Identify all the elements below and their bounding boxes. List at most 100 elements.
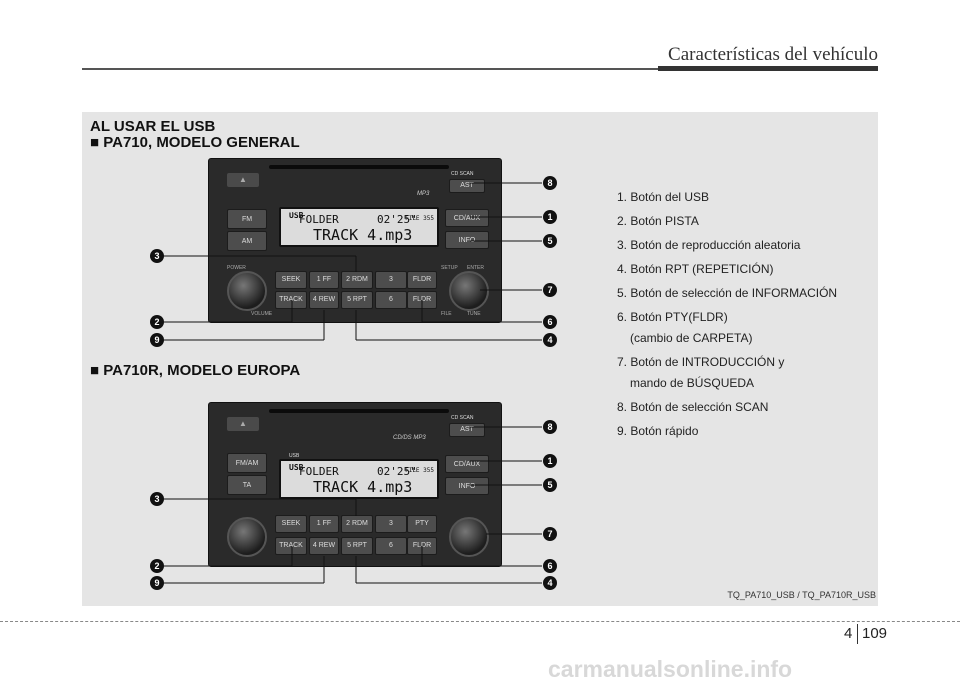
model-europe-title: ■ PA710R, MODELO EUROPA — [90, 362, 301, 379]
preset-5-rpt[interactable]: 5 RPT — [341, 537, 373, 555]
fldr-up-button[interactable]: FLDR — [407, 271, 437, 289]
cd-slot — [269, 409, 449, 413]
fmam-button[interactable]: FM/AM — [227, 453, 267, 473]
preset-2-rdm[interactable]: 2 RDM — [341, 271, 373, 289]
legend-item: 6. Botón PTY(FLDR) — [617, 310, 728, 324]
legend-item: 7. Botón de INTRODUCCIÓN y — [617, 355, 785, 369]
volume-label: VOLUME — [251, 311, 273, 317]
info-button[interactable]: INFO — [445, 231, 489, 249]
callout-9: 9 — [150, 333, 164, 347]
legend-item: 3. Botón de reproducción aleatoria — [617, 238, 801, 252]
display-usb: USB — [289, 463, 304, 472]
radio-general: ▲ CD SCAN AST MP3 FM AM USB FOLDER 02'25… — [208, 158, 502, 323]
legend-item: 8. Botón de selección SCAN — [617, 400, 769, 414]
callout-2: 2 — [150, 559, 164, 573]
section-title: AL USAR EL USB — [90, 118, 216, 135]
legend-item: 9. Botón rápido — [617, 424, 699, 438]
tune-knob[interactable] — [449, 271, 489, 311]
am-button[interactable]: AM — [227, 231, 267, 251]
callout-3: 3 — [150, 249, 164, 263]
tune-label: TUNE — [467, 311, 481, 317]
figure-caption: TQ_PA710_USB / TQ_PA710R_USB — [727, 590, 876, 600]
usb-tab: USB — [289, 453, 300, 459]
callout-2: 2 — [150, 315, 164, 329]
legend-list: 1. Botón del USB 2. Botón PISTA 3. Botón… — [617, 190, 867, 448]
callout-4: 4 — [543, 333, 557, 347]
preset-6[interactable]: 6 — [375, 291, 407, 309]
legend-item: mando de BÚSQUEDA — [630, 376, 755, 390]
display-track: TRACK 4.mp3 — [313, 478, 413, 496]
callout-8: 8 — [543, 176, 557, 190]
legend-item: 2. Botón PISTA — [617, 214, 699, 228]
callout-1: 1 — [543, 454, 557, 468]
preset-4-rew[interactable]: 4 REW — [309, 291, 339, 309]
tune-knob[interactable] — [449, 517, 489, 557]
eject-button[interactable]: ▲ — [227, 417, 259, 431]
callout-4: 4 — [543, 576, 557, 590]
lcd-display: USB FOLDER 02'25" FILE 355 TRACK 4.mp3 — [279, 207, 439, 247]
display-time: 02'25" — [377, 465, 417, 478]
volume-knob[interactable] — [227, 271, 267, 311]
page-number: 109 — [862, 625, 888, 642]
eject-button[interactable]: ▲ — [227, 173, 259, 187]
display-track: TRACK 4.mp3 — [313, 226, 413, 244]
callout-8: 8 — [543, 420, 557, 434]
preset-3[interactable]: 3 — [375, 515, 407, 533]
display-usb: USB — [289, 211, 304, 220]
callout-3: 3 — [150, 492, 164, 506]
cdaux-button[interactable]: CD/AUX — [445, 455, 489, 473]
seek-button[interactable]: SEEK — [275, 515, 307, 533]
setup-label: SETUP — [441, 265, 458, 271]
radio-europe: ▲ CD SCAN AST CD/DS MP3 FM/AM TA USB FOL… — [208, 402, 502, 567]
fm-button[interactable]: FM — [227, 209, 267, 229]
callout-5: 5 — [543, 234, 557, 248]
file-label: FILE — [441, 311, 452, 317]
display-file: FILE 355 — [405, 467, 434, 474]
preset-5-rpt[interactable]: 5 RPT — [341, 291, 373, 309]
ta-button[interactable]: TA — [227, 475, 267, 495]
legend-item: 5. Botón de selección de INFORMACIÓN — [617, 286, 838, 300]
header-rule — [82, 68, 878, 70]
power-label: POWER — [227, 265, 246, 271]
display-folder: FOLDER — [299, 465, 339, 478]
preset-1-ff[interactable]: 1 FF — [309, 271, 339, 289]
volume-knob[interactable] — [227, 517, 267, 557]
display-file: FILE 355 — [405, 215, 434, 222]
mp3-logo: MP3 — [417, 191, 430, 197]
watermark: carmanualsonline.info — [548, 656, 793, 682]
track-button[interactable]: TRACK — [275, 291, 307, 309]
preset-6[interactable]: 6 — [375, 537, 407, 555]
legend-item: 1. Botón del USB — [617, 190, 710, 204]
page-separator — [857, 624, 858, 644]
preset-4-rew[interactable]: 4 REW — [309, 537, 339, 555]
cd-mp3-logo: CD/DS MP3 — [393, 435, 426, 441]
preset-3[interactable]: 3 — [375, 271, 407, 289]
track-button[interactable]: TRACK — [275, 537, 307, 555]
cd-scan-label: CD SCAN — [451, 171, 474, 177]
preset-1-ff[interactable]: 1 FF — [309, 515, 339, 533]
info-button[interactable]: INFO — [445, 477, 489, 495]
header-rule-accent — [658, 66, 878, 71]
callout-7: 7 — [543, 283, 557, 297]
legend-item: (cambio de CARPETA) — [630, 331, 753, 345]
cd-scan-label: CD SCAN — [451, 415, 474, 421]
callout-1: 1 — [543, 210, 557, 224]
display-time: 02'25" — [377, 213, 417, 226]
callout-6: 6 — [543, 559, 557, 573]
cd-slot — [269, 165, 449, 169]
cdaux-button[interactable]: CD/AUX — [445, 209, 489, 227]
callout-6: 6 — [543, 315, 557, 329]
lcd-display: USB FOLDER 02'25" FILE 355 TRACK 4.mp3 — [279, 459, 439, 499]
callout-5: 5 — [543, 478, 557, 492]
pty-button[interactable]: PTY — [407, 515, 437, 533]
callout-9: 9 — [150, 576, 164, 590]
seek-button[interactable]: SEEK — [275, 271, 307, 289]
enter-label: ENTER — [467, 265, 484, 271]
model-general-title: ■ PA710, MODELO GENERAL — [90, 134, 300, 151]
dashed-rule — [0, 621, 960, 622]
display-folder: FOLDER — [299, 213, 339, 226]
header-title: Características del vehículo — [668, 44, 878, 65]
usb-tab: USB — [289, 209, 300, 215]
preset-2-rdm[interactable]: 2 RDM — [341, 515, 373, 533]
callout-7: 7 — [543, 527, 557, 541]
